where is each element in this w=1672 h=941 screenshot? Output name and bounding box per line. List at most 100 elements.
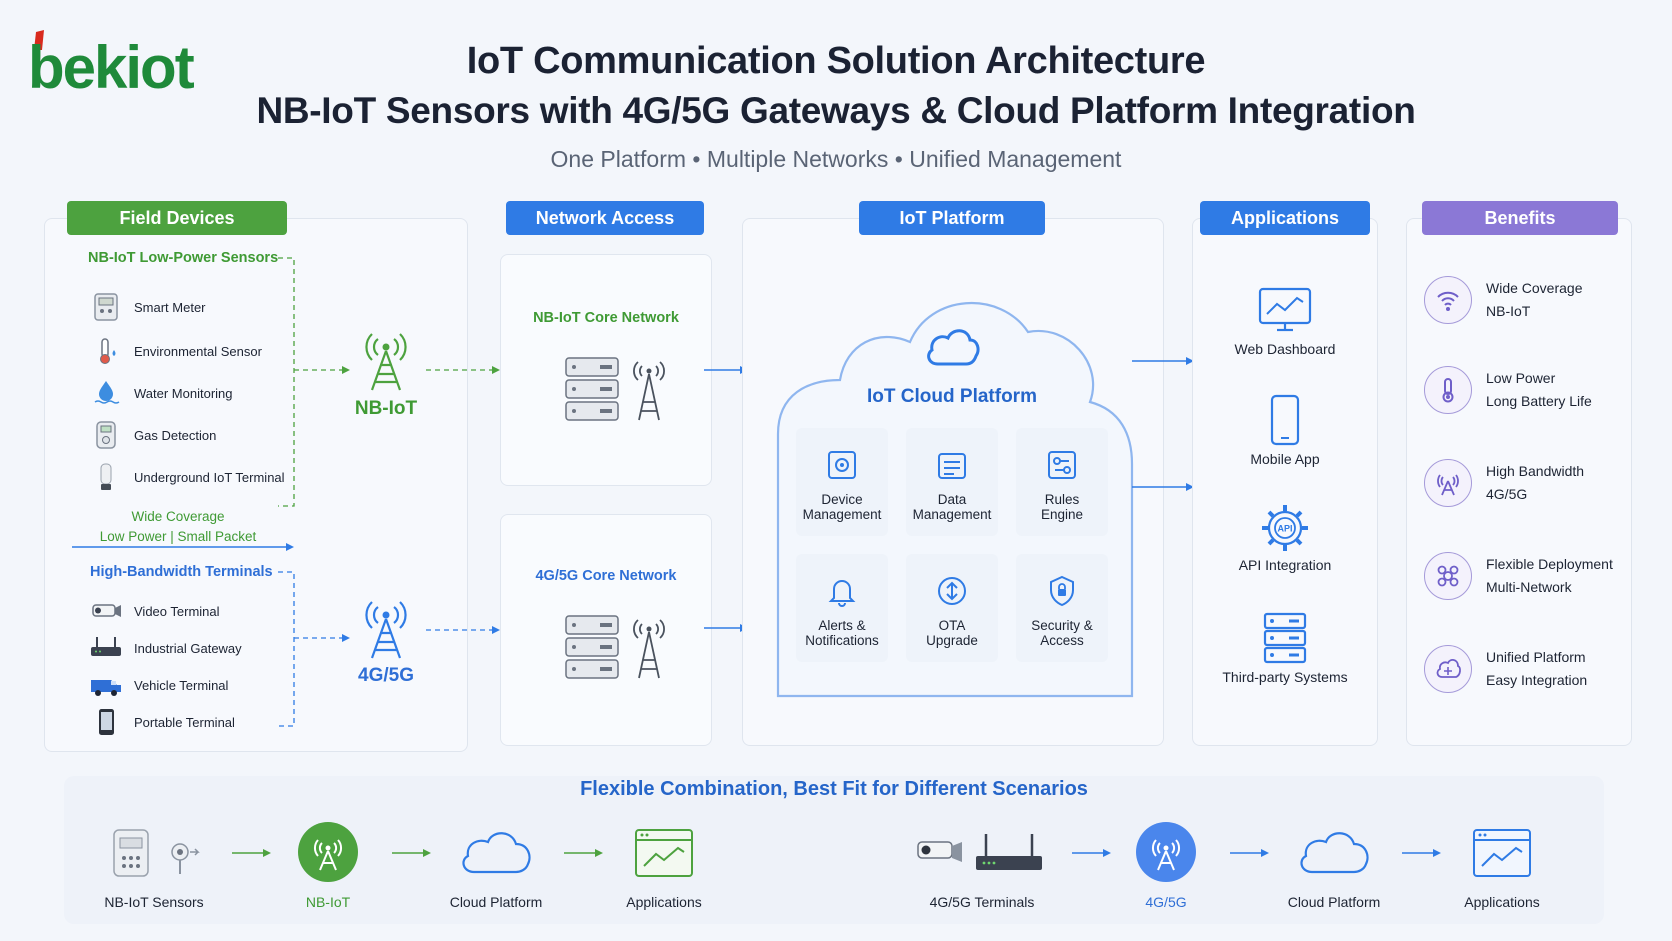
list-item: Portable Terminal xyxy=(88,707,298,737)
device-label: Video Terminal xyxy=(134,603,220,619)
flow2-terminals-label: 4G/5G Terminals xyxy=(929,894,1035,910)
device-label: Environmental Sensor xyxy=(134,343,262,359)
device-label: Vehicle Terminal xyxy=(134,677,229,693)
device-connectors xyxy=(278,257,500,727)
cloud-platform-title: IoT Cloud Platform xyxy=(867,386,1037,407)
page-title: IoT Communication Solution Architecture xyxy=(466,40,1206,82)
brand-logo: bekiot xyxy=(28,28,238,101)
nbiot-device-list: Smart Meter Environmental Sensor Water M… xyxy=(88,292,298,492)
list-item: Gas Detection xyxy=(88,420,298,450)
module-rules-engine[interactable]: Rules Engine xyxy=(1016,428,1108,536)
flow1-sensors-label: NB-IoT Sensors xyxy=(104,894,204,910)
flow2-cellular-label: 4G/5G xyxy=(1145,894,1187,910)
antenna-icon xyxy=(1152,839,1180,871)
vehicle-icon xyxy=(88,670,124,700)
server-tower-icon xyxy=(565,357,665,421)
list-item: Water Monitoring xyxy=(88,378,298,408)
thermometer-icon xyxy=(1442,378,1454,403)
rules-engine-icon xyxy=(1048,451,1076,479)
list-item: Underground IoT Terminal xyxy=(88,462,298,492)
cloud-icon xyxy=(927,329,980,366)
device-management-icon xyxy=(828,451,856,479)
device-label: Industrial Gateway xyxy=(134,640,242,656)
antenna-icon xyxy=(1437,474,1459,496)
module-alerts-notifications[interactable]: Alerts & Notifications xyxy=(796,554,888,662)
list-item: Smart Meter xyxy=(88,292,298,322)
flow-arrow xyxy=(232,849,271,857)
flow1-nbiot-label: NB-IoT xyxy=(305,894,351,910)
antenna-icon xyxy=(314,839,342,871)
wifi-signal-icon xyxy=(1437,291,1459,311)
applications-window-icon xyxy=(635,829,693,877)
flow-arrow xyxy=(1072,849,1111,857)
server-stack-icon xyxy=(1263,612,1307,664)
flow-arrow xyxy=(392,849,431,857)
flow2-cellular-node xyxy=(1136,822,1196,882)
hb-device-list: Video Terminal Industrial Gateway Vehicl… xyxy=(88,596,298,737)
nbiot-sensors-icon xyxy=(113,829,200,877)
applications-header: Applications xyxy=(1200,201,1370,235)
nbiot-core-title: NB-IoT Core Network xyxy=(533,310,679,326)
svg-text:bekiot: bekiot xyxy=(28,34,195,100)
platform-to-apps-arrows xyxy=(1132,357,1194,491)
svg-text:API: API xyxy=(1277,524,1292,534)
nbiot-note-power: Low Power | Small Packet xyxy=(99,529,257,544)
module-device-management[interactable]: Device Management xyxy=(796,428,888,536)
app-api-integration[interactable]: API API Integration xyxy=(1192,502,1378,573)
smart-meter-icon xyxy=(88,292,124,322)
applications-window-icon xyxy=(1473,829,1531,877)
network-nodes-icon xyxy=(1437,565,1459,587)
scenario-title: Flexible Combination, Best Fit for Diffe… xyxy=(580,778,1088,800)
nbiot-access-label: NB-IoT xyxy=(354,398,418,419)
flow1-cloud-label: Cloud Platform xyxy=(449,894,543,910)
app-mobile[interactable]: Mobile App xyxy=(1192,394,1378,467)
portable-terminal-icon xyxy=(88,707,124,737)
cloud-icon xyxy=(462,832,531,874)
list-item: Industrial Gateway xyxy=(88,633,298,663)
cloud-sync-icon xyxy=(1436,659,1461,678)
flow1-apps-label: Applications xyxy=(626,894,702,910)
list-item: Vehicle Terminal xyxy=(88,670,298,700)
antenna-icon xyxy=(365,601,407,659)
module-data-management[interactable]: Data Management xyxy=(906,428,998,536)
thermometer-icon xyxy=(88,336,124,366)
list-item: Environmental Sensor xyxy=(88,336,298,366)
app-web-dashboard[interactable]: Web Dashboard xyxy=(1192,286,1378,357)
gas-detector-icon xyxy=(88,420,124,450)
module-security-access[interactable]: Security & Access xyxy=(1016,554,1108,662)
nbiot-antenna xyxy=(356,320,416,397)
tagline: One Platform • Multiple Networks • Unifi… xyxy=(550,146,1122,172)
device-label: Gas Detection xyxy=(134,427,217,443)
cloud-icon xyxy=(1300,832,1369,874)
terminals-icon xyxy=(917,834,1042,870)
ota-upgrade-icon xyxy=(938,577,966,605)
page-subtitle: NB-IoT Sensors with 4G/5G Gateways & Clo… xyxy=(256,90,1416,131)
device-label: Underground IoT Terminal xyxy=(134,469,285,485)
applications-panel xyxy=(1192,218,1378,746)
water-drop-icon xyxy=(88,378,124,408)
flow-arrow xyxy=(564,849,603,857)
cellular-antenna xyxy=(356,588,416,665)
device-label: Portable Terminal xyxy=(134,714,235,730)
dashboard-monitor-icon xyxy=(1258,287,1312,332)
cellular-core-title: 4G/5G Core Network xyxy=(535,568,677,584)
section-divider xyxy=(72,543,294,551)
platform-modules: Device Management Data Management Rules … xyxy=(796,428,1112,662)
app-third-party[interactable]: Third-party Systems xyxy=(1192,612,1378,685)
flow-arrow xyxy=(1230,849,1269,857)
underground-terminal-icon xyxy=(88,462,124,492)
module-ota-upgrade[interactable]: OTA Upgrade xyxy=(906,554,998,662)
server-tower-icon xyxy=(565,615,665,679)
cellular-access-label: 4G/5G xyxy=(358,665,414,686)
device-label: Water Monitoring xyxy=(134,385,233,401)
antenna-icon xyxy=(365,333,407,391)
api-gear-icon: API xyxy=(1262,505,1308,551)
network-access-header: Network Access xyxy=(506,201,704,235)
device-label: Smart Meter xyxy=(134,299,206,315)
benefits-header: Benefits xyxy=(1422,201,1618,235)
